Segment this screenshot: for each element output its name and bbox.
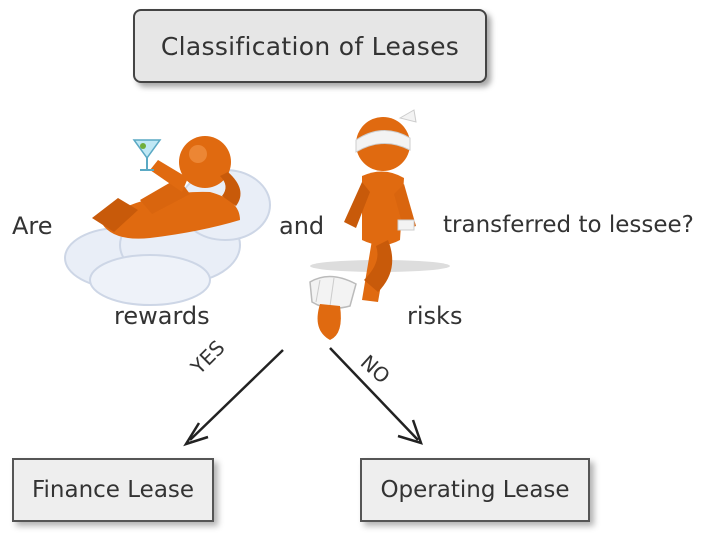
title-box: Classification of Leases <box>133 9 487 83</box>
relaxing-figure-icon <box>92 136 241 239</box>
word-rewards: rewards <box>114 302 210 330</box>
finance-lease-label: Finance Lease <box>31 477 195 503</box>
yes-arrow <box>183 349 284 447</box>
word-transferred: transferred to lessee? <box>443 212 694 238</box>
bandaged-figure-icon <box>309 109 417 340</box>
word-and: and <box>279 212 325 240</box>
finance-lease-box: Finance Lease <box>12 458 214 522</box>
word-risks: risks <box>407 302 463 330</box>
operating-lease-box: Operating Lease <box>360 458 590 522</box>
word-are: Are <box>12 212 53 240</box>
no-arrow <box>329 347 423 445</box>
diagram-title: Classification of Leases <box>160 31 460 61</box>
operating-lease-label: Operating Lease <box>380 477 570 503</box>
